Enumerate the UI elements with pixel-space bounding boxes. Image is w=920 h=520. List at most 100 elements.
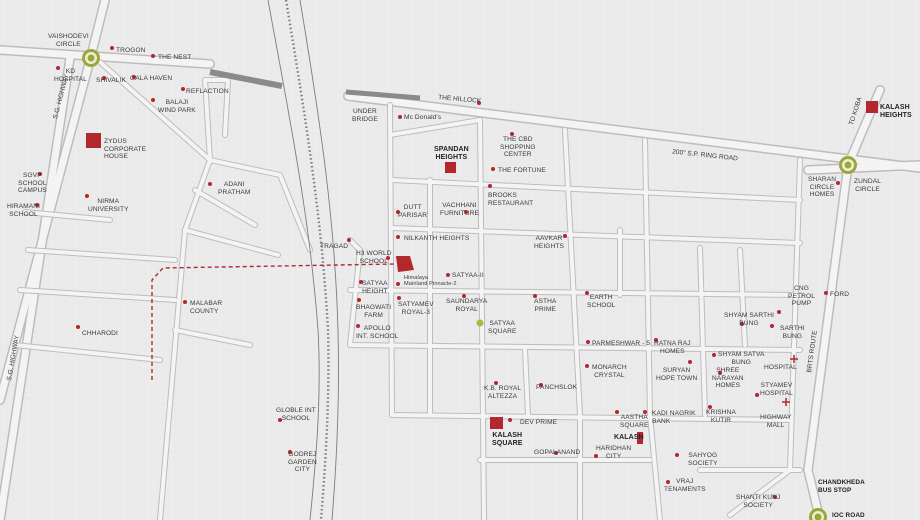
poi-dot: [643, 410, 647, 414]
satyamev-royal3-label: SATYAMEV ROYAL-3: [398, 301, 434, 316]
poi-dot: [491, 167, 495, 171]
poi-dot: [396, 235, 400, 239]
flyover-west: [209, 69, 283, 89]
poi-dot: [773, 495, 777, 499]
poi-dot: [585, 364, 589, 368]
sharan-circle-homes-label: SHARAN CIRCLE HOMES: [808, 176, 837, 199]
poi-dot: [357, 298, 361, 302]
poi-dot: [151, 98, 155, 102]
poi-dot: [464, 210, 468, 214]
poi-dot: [708, 405, 712, 409]
krishna-kutir-label: KRISHNA KUTIR: [706, 409, 737, 424]
kd-hospital-label: KD HOSPITAL: [54, 68, 87, 83]
zydus-label: ZYDUS CORPORATE HOUSE: [104, 138, 147, 161]
shivalik-label: SHIVALIK: [96, 77, 126, 84]
poi-dot: [510, 132, 514, 136]
nilkanth-heights-label: NILKANTH HEIGHTS: [404, 235, 470, 242]
poi-dot: [539, 383, 543, 387]
mcdonalds-label: Mc Donald's: [404, 114, 442, 121]
dev-prime-label: DEV PRIME: [520, 419, 558, 426]
poi-dot: [824, 291, 828, 295]
monarch-crystal-label: MONARCH CRYSTAL: [592, 364, 627, 379]
zydus-box: [86, 133, 101, 148]
shyam-satva-bung-label: SHYAM SATVA BUNG: [718, 351, 765, 366]
poi-dot: [151, 54, 155, 58]
poi-dot: [755, 393, 759, 397]
h3-world-school-label: H3 WORLD SCHOOL: [356, 250, 392, 265]
parmeshwar5-label: PARMESHWAR - 5: [592, 340, 651, 347]
vraj-tenaments-label: VRAJ TENAMENTS: [664, 478, 706, 493]
satyaa-square-dot: [476, 319, 484, 327]
traffic-circles: [82, 49, 857, 520]
poi-dot: [712, 353, 716, 357]
poi-dot: [386, 256, 390, 260]
styamev-hospital-label: STYAMEV HOSPITAL: [760, 382, 793, 397]
ford-label: FORD: [830, 291, 850, 298]
vaishodevi-circle-label: VAISHODEVI CIRCLE: [48, 33, 89, 48]
kb-royal-altezza-label: K.B. ROYAL ALTEZZA: [484, 385, 522, 400]
chharodi-label: CHHARODI: [82, 330, 118, 337]
godrej-garden-city-label: GODREJ GARDEN CITY: [288, 451, 317, 474]
poi-dot: [615, 410, 619, 414]
earth-school-label: EARTH SCHOOL: [587, 294, 616, 309]
poi-dot: [85, 194, 89, 198]
trogon-label: TROGON: [116, 47, 146, 54]
dashed-route: [151, 263, 396, 380]
poi-dot: [356, 324, 360, 328]
cbd-shopping-label: THE CBD SHOPPING CENTER: [500, 136, 536, 159]
project-markers: [86, 101, 878, 444]
poi-dot: [446, 273, 450, 277]
suryan-hope-town-label: SURYAN HOPE TOWN: [656, 367, 698, 382]
poi-dot: [770, 324, 774, 328]
poi-dot: [688, 360, 692, 364]
satyaa-square-label: SATYAA SQUARE: [488, 320, 517, 335]
bhagwati-farm-label: BHAGWATI FARM: [356, 304, 392, 319]
dutt-parisar-label: DUTT PARISAR: [398, 204, 428, 219]
poi-dot: [396, 282, 400, 286]
balaji-wind-park-label: BALAJI WIND PARK: [158, 99, 196, 114]
aastha-square-label: AASTHA SQUARE: [620, 414, 649, 429]
tragad-label: TRAGAD: [320, 243, 349, 250]
sahyog-society-label: SAHYOG SOCIETY: [688, 452, 718, 467]
poi-dot: [462, 294, 466, 298]
spandan-heights-label: SPANDAN HEIGHTS: [434, 146, 469, 161]
astha-prime-label: ASTHA PRIME: [534, 298, 557, 313]
zundal-circle-label: ZUNDAL CIRCLE: [854, 178, 881, 193]
ioc-road-label: IOC ROAD: [832, 512, 865, 519]
globle-int-school-label: GLOBLE INT SCHOOL: [276, 407, 316, 422]
poi-dot: [56, 66, 60, 70]
poi-dot: [740, 322, 744, 326]
poi-dot: [675, 453, 679, 457]
poi-dot: [508, 418, 512, 422]
kadi-nagrik-bank-label: KADI NAGRIK BANK: [652, 410, 696, 425]
chandkheda-bus-stop-label: CHANDKHEDA BUS STOP: [818, 479, 865, 494]
gopalanand-label: GOPALANAND: [534, 449, 581, 456]
kalash-box: [637, 432, 643, 444]
poi-dot: [666, 480, 670, 484]
himalaya-mainland-label: Himalaya Mainland Pinnacle-2: [404, 275, 457, 288]
poi-dot: [654, 338, 658, 342]
poi-dot: [110, 46, 114, 50]
reflaction-label: REFLACTION: [186, 88, 229, 95]
poi-dot: [494, 381, 498, 385]
sarthi-bung-label: SARTHI BUNG: [780, 325, 805, 340]
kalash-square-box: [490, 417, 503, 429]
poi-dot: [359, 280, 363, 284]
poi-dot: [132, 75, 136, 79]
under-bridge-label: UNDER BRIDGE: [352, 108, 378, 123]
satyaa-height-label: SATYAA HEIGHT: [362, 280, 388, 295]
poi-dot: [102, 76, 106, 80]
hospital-icon: [782, 355, 798, 406]
saundarya-royal-label: SAUNDARYA ROYAL: [446, 298, 488, 313]
spandan-box: [445, 162, 456, 173]
poi-dot: [554, 451, 558, 455]
poi-dot: [278, 418, 282, 422]
malabar-county-label: MALABAR COUNTY: [190, 300, 223, 315]
kalash-label: KALASH: [614, 434, 644, 441]
poi-dot: [836, 181, 840, 185]
himalaya-box: [396, 256, 414, 272]
vachhani-furniture-label: VACHHANI FURNITURE: [440, 202, 479, 217]
kalash-square-label: KALASH SQUARE: [492, 432, 523, 447]
shree-narayan-homes-label: SHREE NARAYAN HOMES: [712, 367, 744, 390]
